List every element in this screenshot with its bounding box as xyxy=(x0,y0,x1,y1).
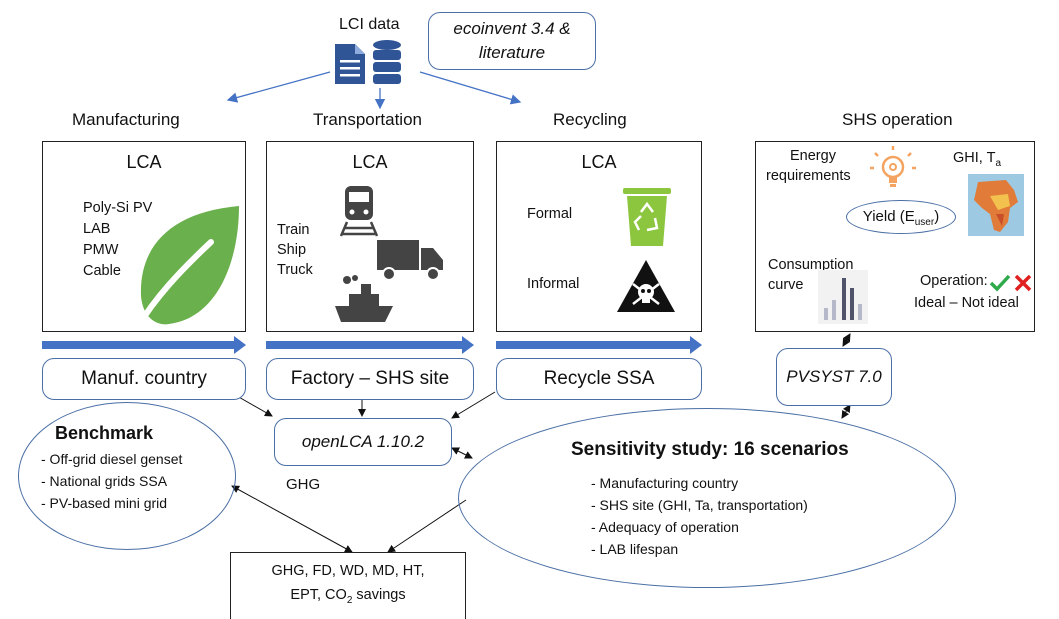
shs-operation-title: SHS operation xyxy=(842,110,953,129)
shs-operation-box: Energy requirements GHI, Ta Yield (Euser… xyxy=(755,141,1035,332)
ecoinvent-source-box: ecoinvent 3.4 & literature xyxy=(428,12,596,70)
arrow-sensitivity-results xyxy=(387,499,467,553)
train-icon xyxy=(339,186,379,237)
leaf-icon xyxy=(134,206,239,331)
sensitivity-ellipse: Sensitivity study: 16 scenarios - Manufa… xyxy=(458,408,956,588)
ship-icon xyxy=(335,275,393,322)
arrow-pvsyst-shs xyxy=(842,333,851,347)
recycle-bin-icon xyxy=(623,188,671,246)
africa-map-icon xyxy=(968,174,1024,236)
toxic-hazard-icon xyxy=(617,260,675,312)
openlca-box: openLCA 1.10.2 xyxy=(274,418,452,466)
transportation-title: Transportation xyxy=(313,110,422,129)
ghg-label: GHG xyxy=(286,476,321,493)
arrow-lci-manufacturing xyxy=(226,71,331,103)
arrow-recycle-openlca xyxy=(451,391,496,419)
recycling-lca-box: LCA Formal Informal xyxy=(496,141,702,332)
arrow-pvsyst-sensitivity xyxy=(841,404,851,419)
manufacturing-flow-arrow xyxy=(42,336,246,354)
recycling-flow-arrow xyxy=(496,336,702,354)
lightbulb-icon xyxy=(870,146,916,187)
transportation-flow-arrow xyxy=(266,336,474,354)
yield-ellipse: Yield (Euser) xyxy=(846,200,956,234)
arrow-openlca-sensitivity xyxy=(451,447,473,459)
checkmark-icon xyxy=(989,274,1011,292)
benchmark-ellipse: Benchmark - Off-grid diesel genset - Nat… xyxy=(18,402,236,550)
manufacturing-title: Manufacturing xyxy=(72,110,180,129)
cross-icon xyxy=(1014,274,1032,292)
manuf-country-box: Manuf. country xyxy=(42,358,246,400)
arrow-benchmark-results xyxy=(231,485,353,553)
truck-icon xyxy=(377,240,443,281)
arrow-lci-recycling xyxy=(419,71,522,105)
ghi-label: GHI, Ta xyxy=(953,150,1001,169)
recycle-ssa-box: Recycle SSA xyxy=(496,358,702,400)
transportation-lca-box: LCA Train Ship Truck xyxy=(266,141,474,332)
sensitivity-title: Sensitivity study: 16 scenarios xyxy=(571,439,849,460)
results-box: GHG, FD, WD, MD, HT, EPT, CO2 savings xyxy=(230,552,466,619)
benchmark-title: Benchmark xyxy=(55,423,154,443)
recycling-title: Recycling xyxy=(553,110,627,129)
factory-site-box: Factory – SHS site xyxy=(266,358,474,400)
lci-data-label: LCI data xyxy=(339,16,400,33)
consumption-chart-icon xyxy=(818,270,868,324)
pvsyst-box: PVSYST 7.0 xyxy=(776,348,892,406)
manufacturing-lca-box: LCA Poly-Si PV LAB PMW Cable xyxy=(42,141,246,332)
